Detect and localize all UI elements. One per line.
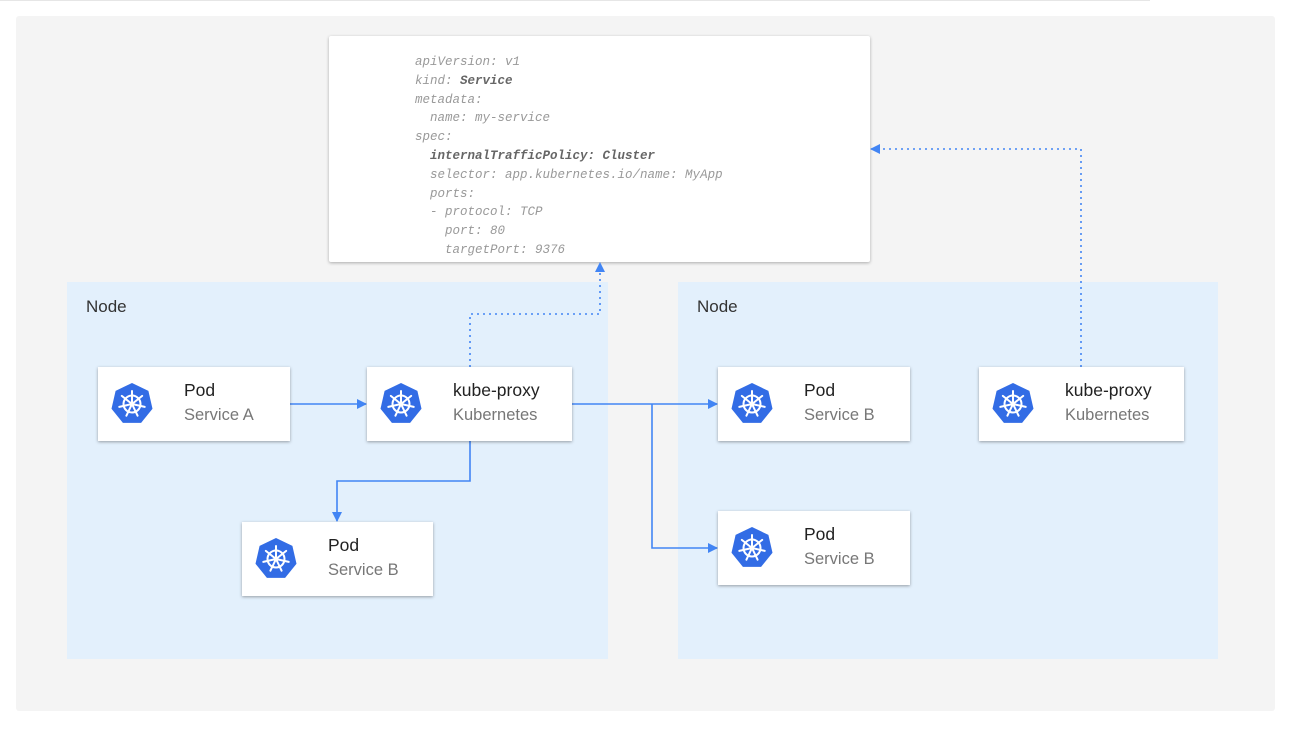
yaml-value: TCP: [520, 205, 543, 220]
yaml-line: name: my-service: [415, 109, 723, 128]
card-pod-service-b-right-1[interactable]: Pod Service B: [718, 367, 910, 441]
yaml-value: 80: [490, 224, 506, 239]
node-right: Node: [678, 282, 1218, 659]
yaml-value: v1: [505, 55, 521, 69]
yaml-key: spec:: [415, 130, 453, 145]
top-divider: [0, 0, 1150, 1]
yaml-line: ports:: [415, 185, 723, 204]
yaml-line: spec:: [415, 128, 723, 147]
dotted-arrow-proxy-1-to-service: [469, 262, 605, 367]
yaml-line: apiVersion: v1: [415, 53, 723, 72]
node-left: Node: [67, 282, 608, 659]
yaml-key: - protocol:: [430, 205, 521, 220]
yaml-value: my-service: [475, 111, 551, 126]
card-subtitle: Kubernetes: [453, 406, 538, 424]
yaml-line: port: 80: [415, 222, 723, 241]
node-label: Node: [86, 297, 127, 316]
arrow-proxy-to-pod-b-right-2: [651, 404, 718, 553]
card-title: Pod: [328, 535, 360, 555]
yaml-key: kind:: [415, 73, 461, 88]
yaml-key: targetPort:: [445, 242, 536, 257]
arrow-proxy-to-pod-b-left: [332, 441, 471, 522]
card-pod-service-a[interactable]: Pod Service A: [98, 367, 290, 441]
yaml-value: Cluster: [602, 148, 656, 163]
card-subtitle: Service B: [804, 550, 875, 568]
yaml-line: targetPort: 9376: [415, 241, 723, 260]
card-title: kube-proxy: [453, 380, 540, 400]
yaml-line: selector: app.kubernetes.io/name: MyApp: [415, 166, 723, 185]
yaml-value: app.kubernetes.io/name: MyApp: [505, 167, 723, 182]
card-title: kube-proxy: [1065, 380, 1152, 400]
yaml-line: - protocol: TCP: [415, 203, 723, 222]
yaml-value: 9376: [535, 242, 566, 257]
card-pod-service-b-right-2[interactable]: Pod Service B: [718, 511, 910, 585]
card-subtitle: Service B: [804, 406, 875, 424]
yaml-key: apiVersion:: [415, 55, 506, 69]
card-title: Pod: [804, 524, 836, 544]
yaml-line: internalTrafficPolicy: Cluster: [415, 147, 723, 166]
yaml-key: metadata:: [415, 92, 483, 107]
card-title: Pod: [184, 380, 216, 400]
yaml-key: ports:: [430, 186, 476, 201]
card-subtitle: Kubernetes: [1065, 406, 1150, 424]
dotted-arrow-proxy-2-to-service: [870, 144, 1082, 367]
yaml-key: selector:: [430, 167, 506, 182]
node-label: Node: [697, 297, 738, 316]
card-subtitle: Service A: [184, 406, 254, 424]
card-kube-proxy-2[interactable]: kube-proxy Kubernetes: [979, 367, 1184, 441]
yaml-key: port:: [445, 224, 491, 239]
yaml-value: Service: [460, 73, 513, 88]
yaml-line: metadata:: [415, 91, 723, 110]
yaml-key: internalTrafficPolicy:: [430, 148, 603, 163]
card-title: Pod: [804, 380, 836, 400]
card-subtitle: Service B: [328, 561, 399, 579]
card-pod-service-b-left[interactable]: Pod Service B: [242, 522, 433, 596]
yaml-key: name:: [430, 111, 476, 126]
yaml-line: kind: Service: [415, 72, 723, 91]
card-kube-proxy-1[interactable]: kube-proxy Kubernetes: [367, 367, 572, 441]
